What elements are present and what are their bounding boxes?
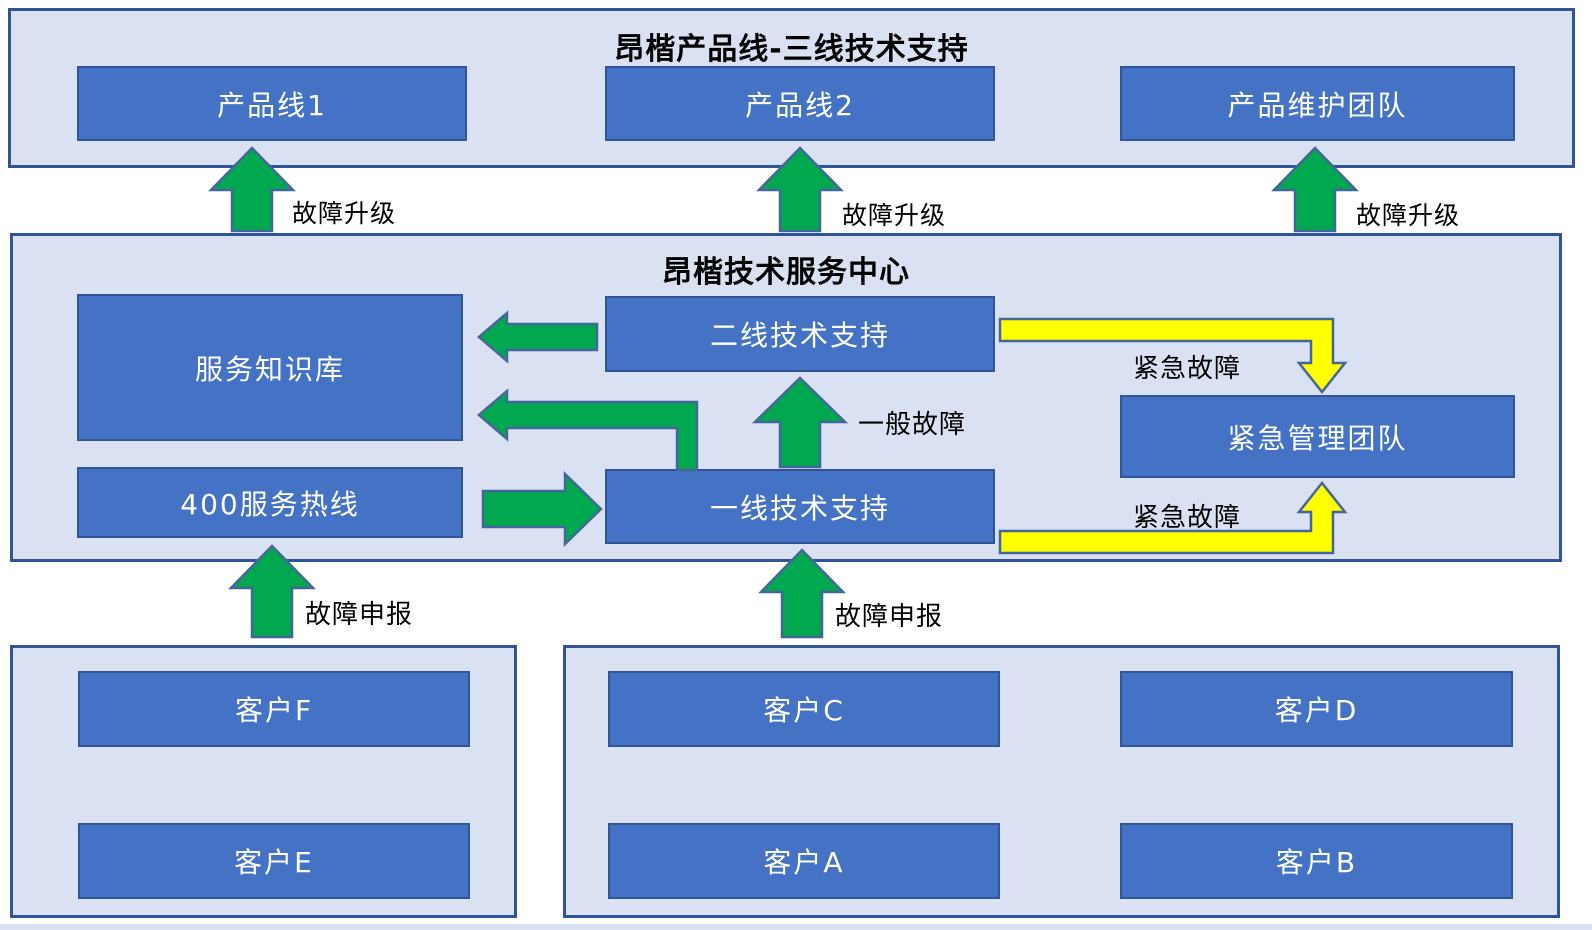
label-fault-report-2: 故障申报 — [835, 602, 944, 632]
label-urgent-fault-2: 紧急故障 — [1133, 503, 1242, 533]
box-second-line-support: 二线技术支持 — [605, 296, 995, 372]
box-product-line-1: 产品线1 — [77, 66, 467, 141]
box-customer-b: 客户B — [1120, 823, 1513, 899]
middle-section-title: 昂楷技术服务中心 — [662, 255, 910, 290]
top-section-title: 昂楷产品线-三线技术支持 — [614, 32, 969, 67]
arrow-fault-report-2 — [758, 548, 846, 639]
box-knowledge-base: 服务知识库 — [77, 294, 463, 441]
label-fault-report-1: 故障申报 — [305, 600, 414, 630]
label-general-fault: 一般故障 — [858, 410, 967, 440]
box-customer-e: 客户E — [78, 823, 470, 899]
box-first-line-support: 一线技术支持 — [605, 469, 995, 544]
label-fault-escalation-3: 故障升级 — [1356, 201, 1461, 230]
section-customers-left: 客户F 客户E — [10, 645, 517, 918]
box-customer-f: 客户F — [78, 671, 470, 747]
label-urgent-fault-1: 紧急故障 — [1133, 354, 1242, 384]
box-customer-d: 客户D — [1120, 671, 1513, 747]
box-customer-a: 客户A — [608, 823, 1000, 899]
bottom-edge-strip — [0, 924, 1592, 930]
section-product-lines: 昂楷产品线-三线技术支持 产品线1 产品线2 产品维护团队 — [8, 8, 1575, 168]
box-400-hotline: 400服务热线 — [77, 467, 463, 538]
label-fault-escalation-1: 故障升级 — [292, 199, 397, 228]
section-service-center: 昂楷技术服务中心 服务知识库 二线技术支持 紧急管理团队 400服务热线 一线技… — [10, 233, 1562, 562]
box-product-line-2: 产品线2 — [605, 66, 995, 141]
label-fault-escalation-2: 故障升级 — [842, 201, 947, 230]
section-customers-right: 客户C 客户D 客户A 客户B — [563, 645, 1560, 918]
box-maintenance-team: 产品维护团队 — [1120, 66, 1515, 141]
box-customer-c: 客户C — [608, 671, 1000, 747]
box-emergency-team: 紧急管理团队 — [1120, 395, 1515, 478]
